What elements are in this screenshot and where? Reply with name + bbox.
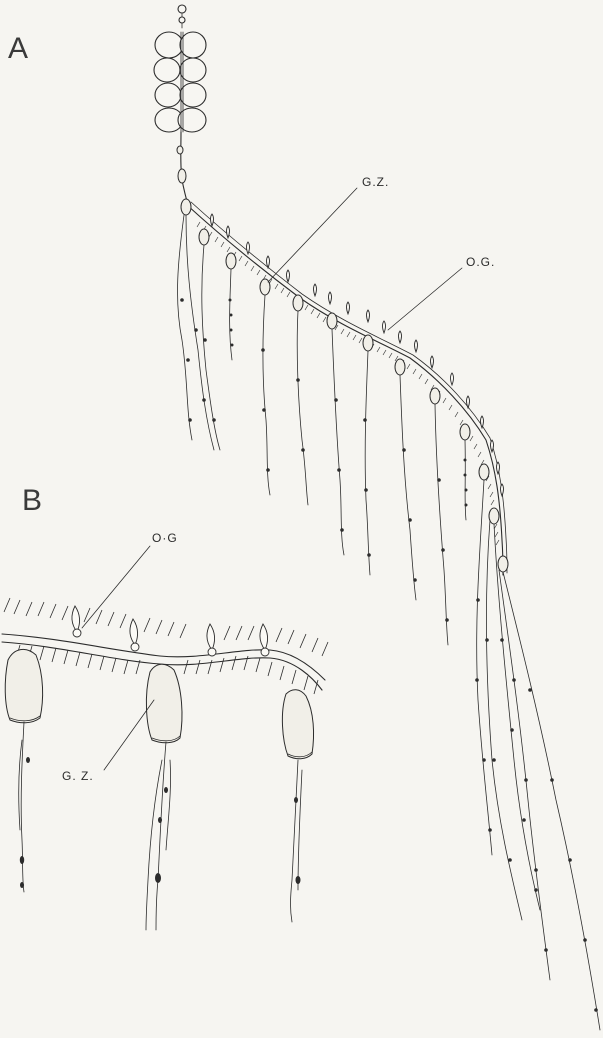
panel-b-gastrozooids (5, 649, 313, 758)
panel-a-letter: A (8, 32, 28, 65)
panel-a-gz-label: G.Z. (362, 175, 389, 189)
panel-b-gz-label: G. Z. (62, 769, 94, 783)
panel-a-gastrozooids (181, 199, 508, 572)
panel-a-bract-fringe (197, 222, 499, 545)
panel-b-gz-leader (104, 700, 154, 770)
panel-b-og-leader (82, 546, 150, 628)
panel-b-tentacles (19, 722, 302, 930)
panel-a-nectophores (154, 32, 206, 132)
panel-b-enlarged-segment (2, 546, 328, 930)
panel-a-colony (154, 5, 600, 1030)
panel-b-og-label: O·G (152, 531, 178, 545)
panel-a-float (178, 5, 186, 28)
panel-a-og-leader (388, 268, 462, 330)
panel-a-gz-leader (268, 188, 357, 282)
panel-b-letter: B (22, 484, 42, 517)
panel-a-og-label: O.G. (466, 255, 495, 269)
panel-a-tentacles (178, 215, 600, 1030)
